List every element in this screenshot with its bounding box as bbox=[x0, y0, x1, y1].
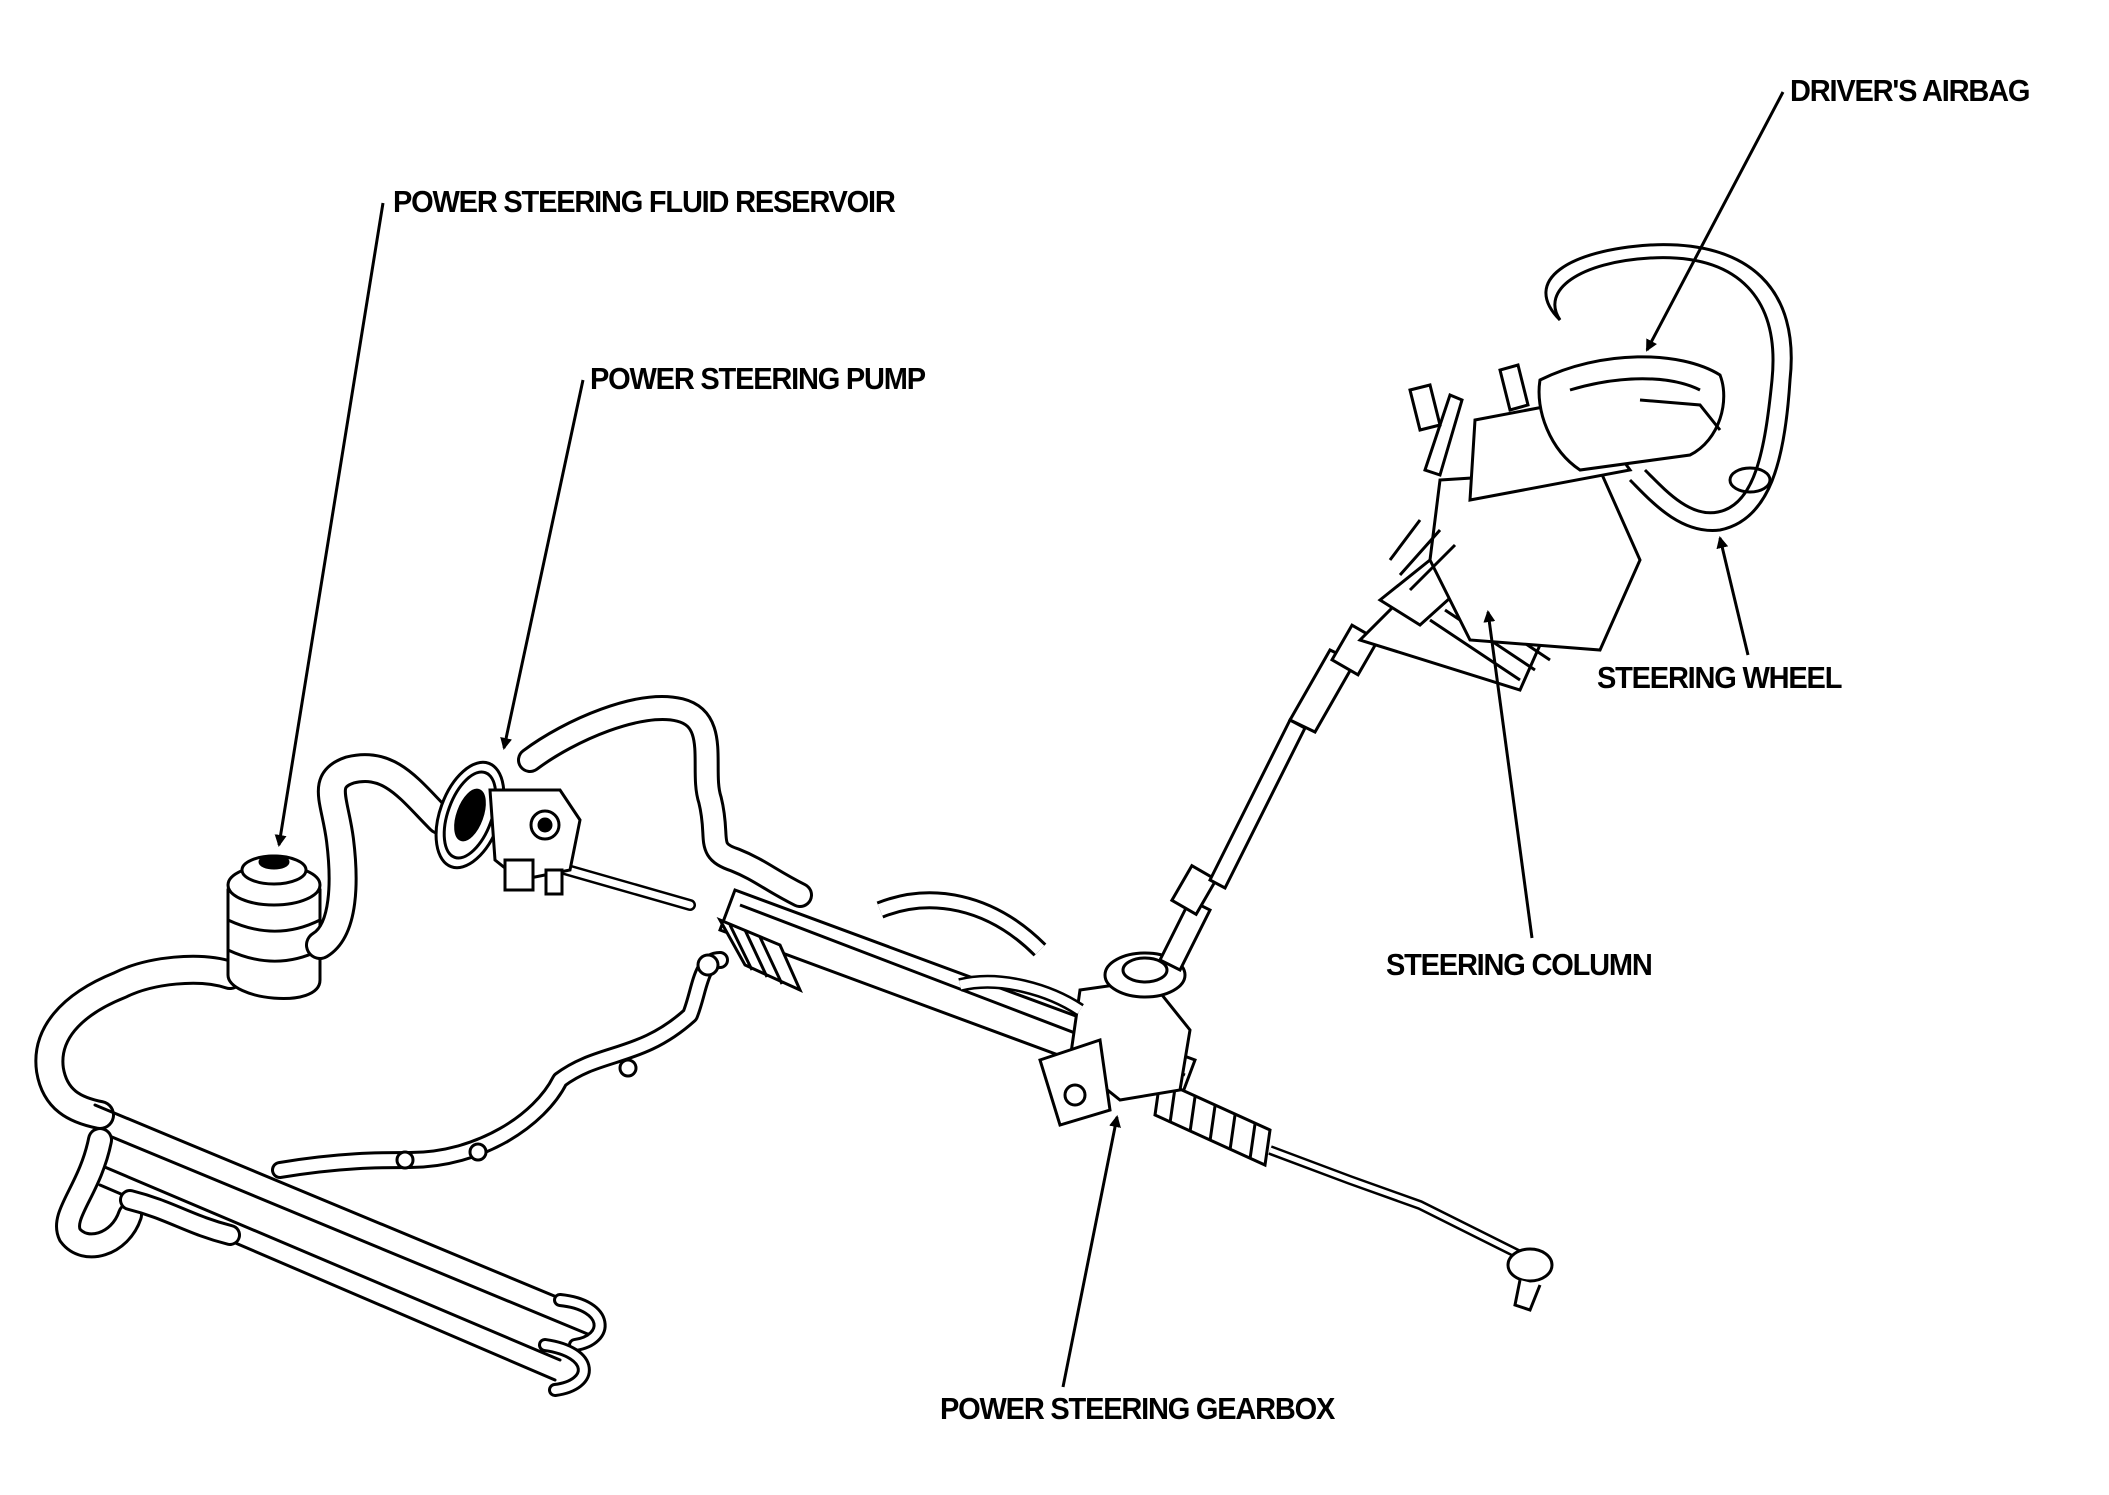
label-power-steering-pump: POWER STEERING PUMP bbox=[590, 362, 926, 397]
leader-reservoir bbox=[274, 202, 385, 847]
leader-airbag bbox=[1645, 91, 1785, 352]
label-drivers-airbag: DRIVER'S AIRBAG bbox=[1790, 74, 2030, 109]
leader-lines bbox=[274, 91, 1785, 1388]
leader-column bbox=[1483, 610, 1534, 939]
column-drawing bbox=[1157, 363, 1642, 973]
wheel-drawing bbox=[1537, 243, 1793, 532]
pump-drawing bbox=[434, 760, 582, 896]
leader-gearbox bbox=[1061, 1115, 1121, 1388]
leader-pump bbox=[500, 379, 585, 750]
label-power-steering-fluid-reservoir: POWER STEERING FLUID RESERVOIR bbox=[393, 185, 896, 220]
gearbox-drawing bbox=[716, 888, 1554, 1312]
leader-wheel bbox=[1716, 536, 1750, 656]
label-power-steering-gearbox: POWER STEERING GEARBOX bbox=[940, 1392, 1335, 1427]
pressure-hose bbox=[517, 695, 813, 911]
supply-hose bbox=[305, 753, 455, 960]
label-steering-wheel: STEERING WHEEL bbox=[1597, 661, 1842, 696]
label-steering-column: STEERING COLUMN bbox=[1386, 948, 1653, 983]
reservoir-drawing bbox=[226, 854, 322, 1000]
cooler-lines bbox=[34, 951, 729, 1397]
